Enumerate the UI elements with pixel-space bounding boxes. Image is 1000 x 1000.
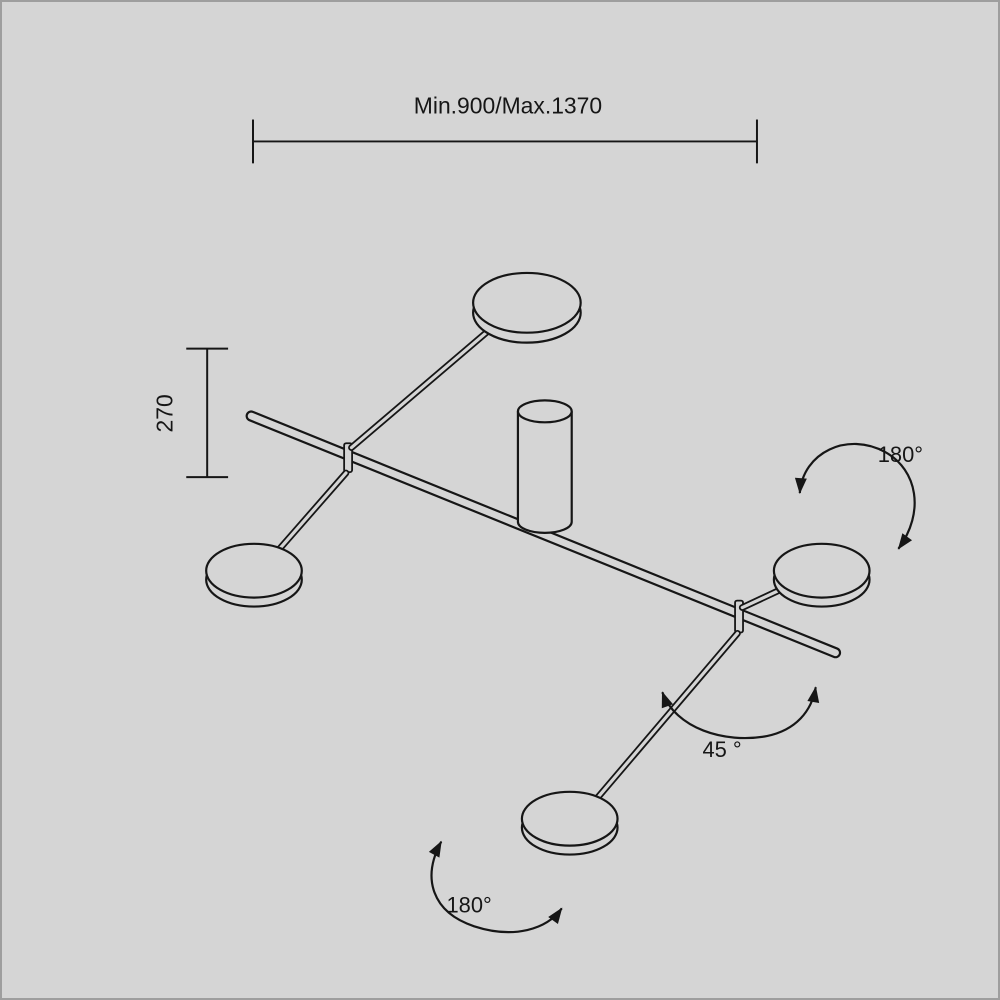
width-dimension-label: Min.900/Max.1370 [414,93,602,119]
width-dimension: Min.900/Max.1370 [251,93,758,164]
lamp-head-left-face [205,542,303,599]
lamp-head-left [205,542,303,608]
arm-left-head [276,469,350,553]
lamp-head-bottom-face [520,790,619,847]
arm-bottom-head [594,629,741,801]
fixture [205,271,871,856]
rotation-annotations: 180° 45 ° 180° [428,442,923,934]
rotation-arrow-middle [661,686,820,740]
rotation-arrow-top-right [794,442,916,550]
height-dimension-label: 270 [151,394,177,432]
rotation-arrow-bottom [428,840,563,934]
lamp-head-top [472,271,582,344]
rotation-label-top-right: 180° [878,442,923,467]
arm-top-head [348,325,494,451]
lamp-head-right-face [772,542,871,599]
height-dimension: 270 [151,347,229,479]
lamp-head-right [772,542,871,608]
rotation-label-bottom: 180° [446,892,491,917]
rotation-label-middle: 45 ° [702,737,741,762]
ceiling-mount-cylinder-body [516,411,573,534]
lamp-head-top-face [472,271,582,334]
ceiling-mount-cylinder-top [516,399,573,424]
lamp-head-bottom [520,790,619,856]
